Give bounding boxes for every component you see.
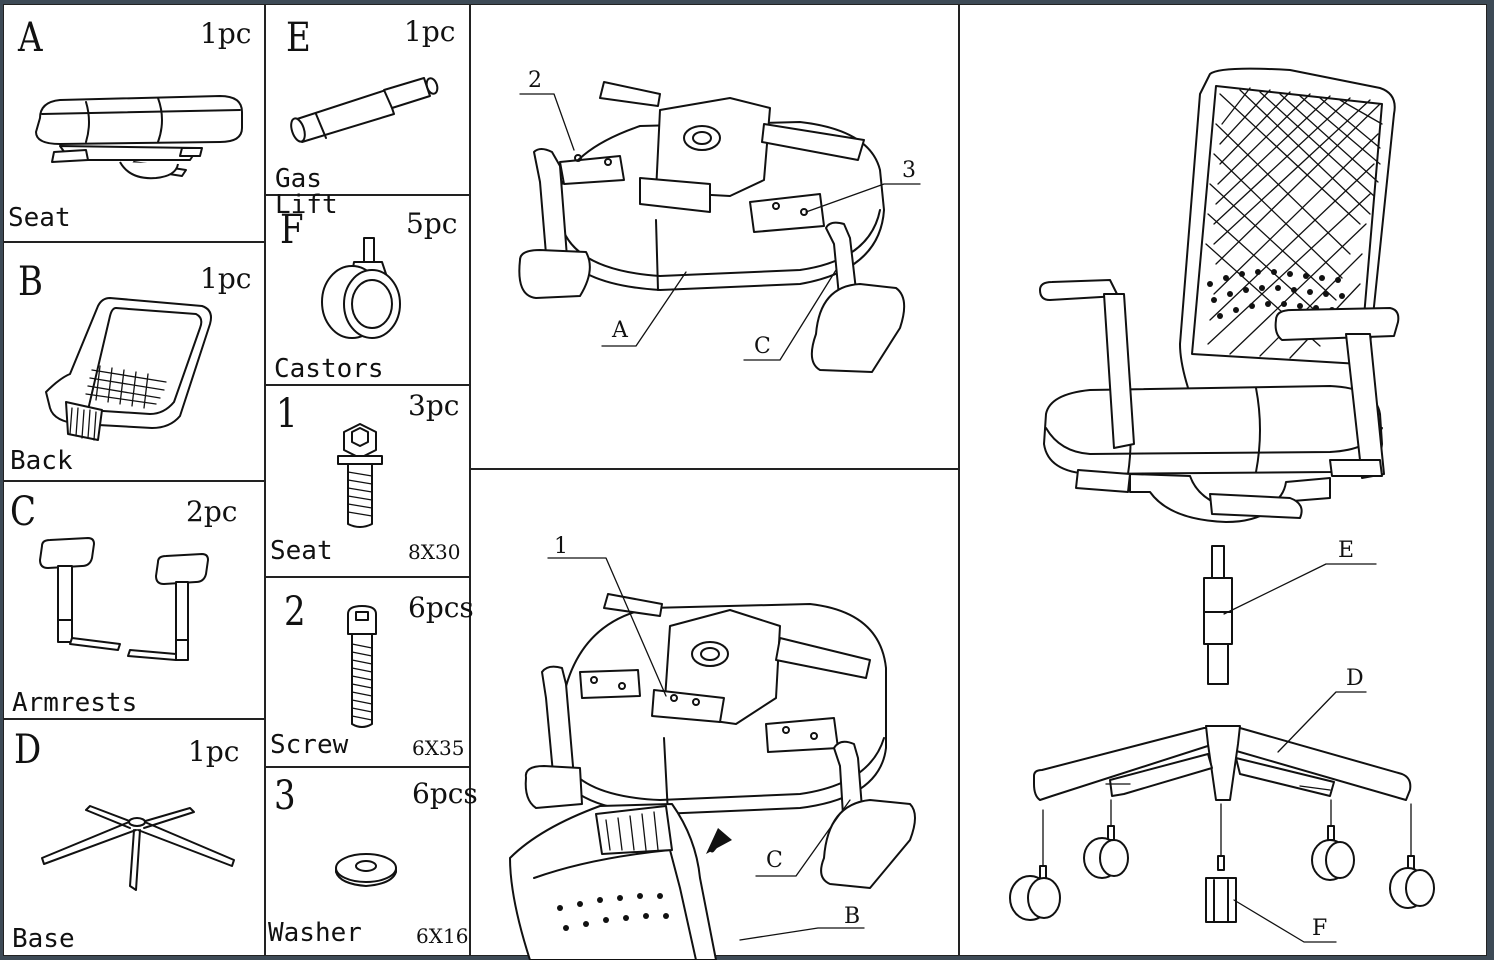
part-letter: D	[14, 727, 42, 773]
hardware-size: 8X30	[408, 540, 461, 564]
hardware-quantity: 6pcs	[408, 591, 474, 624]
divider-col-3	[958, 4, 960, 956]
part-letter: C	[10, 489, 37, 535]
divider-c-d	[3, 718, 265, 720]
seat-illustration	[35, 95, 243, 180]
gas-lift-part-e	[1203, 545, 1233, 685]
part-name: Back	[10, 446, 73, 476]
callout-screw-2: 2	[528, 68, 542, 93]
back-illustration	[45, 297, 212, 441]
castors-part-f	[1009, 799, 1435, 923]
divider-1-2	[265, 576, 470, 578]
callout-seat-a: A	[612, 318, 628, 343]
hardware-name: Washer	[268, 918, 362, 948]
part-letter: A	[18, 15, 43, 61]
part-quantity: 1pc	[404, 15, 456, 48]
part-quantity: 1pc	[188, 735, 240, 768]
callout-gas-lift-e: E	[1338, 538, 1355, 563]
part-quantity: 1pc	[200, 262, 252, 295]
part-name: Seat	[8, 203, 71, 233]
callout-back-b: B	[844, 904, 861, 929]
divider-step1-step2	[470, 468, 959, 470]
hardware-size: 6X16	[416, 924, 469, 948]
part-quantity: 2pc	[186, 495, 238, 528]
part-letter: E	[286, 15, 311, 61]
callout-bolt-1: 1	[554, 534, 568, 559]
part-quantity: 1pc	[200, 17, 252, 50]
base-illustration	[41, 805, 235, 891]
part-letter: F	[280, 207, 304, 253]
castor-illustration	[321, 237, 401, 339]
part-name: Base	[12, 924, 75, 954]
callout-washer-3: 3	[902, 158, 916, 183]
callout-armrest-c: C	[766, 848, 783, 873]
hardware-quantity: 6pcs	[412, 777, 478, 810]
callout-castor-f: F	[1312, 916, 1328, 941]
hardware-name: Seat	[270, 536, 333, 566]
part-name: Gas Lift	[275, 164, 338, 220]
divider-col-2	[469, 4, 471, 956]
assembled-chair-drawing	[1039, 67, 1400, 523]
bolt-illustration	[337, 423, 383, 528]
divider-f-1	[265, 384, 470, 386]
part-quantity: 5pc	[406, 207, 458, 240]
divider-2-3	[265, 766, 470, 768]
callout-base-d: D	[1346, 666, 1364, 691]
armrests-illustration	[39, 537, 209, 661]
hardware-size: 6X35	[412, 736, 465, 760]
hardware-number: 2	[284, 589, 306, 635]
divider-b-c	[3, 480, 265, 482]
hardware-number: 3	[274, 773, 296, 819]
divider-e-f	[265, 194, 470, 196]
callout-armrest-c: C	[754, 334, 771, 359]
part-name: Castors	[274, 354, 384, 384]
base-part-d	[1033, 725, 1412, 801]
screw-illustration	[347, 605, 377, 728]
divider-a-b	[3, 241, 265, 243]
step-2-seat-back-drawing	[509, 593, 916, 960]
part-name: Armrests	[12, 688, 138, 718]
gas-lift-illustration	[290, 77, 439, 143]
hardware-quantity: 3pc	[408, 389, 460, 422]
part-letter: B	[18, 259, 43, 305]
hardware-number: 1	[276, 391, 298, 437]
washer-illustration	[335, 853, 397, 887]
step-1-seat-armrest-drawing	[518, 81, 906, 373]
hardware-name: Screw	[270, 730, 349, 760]
